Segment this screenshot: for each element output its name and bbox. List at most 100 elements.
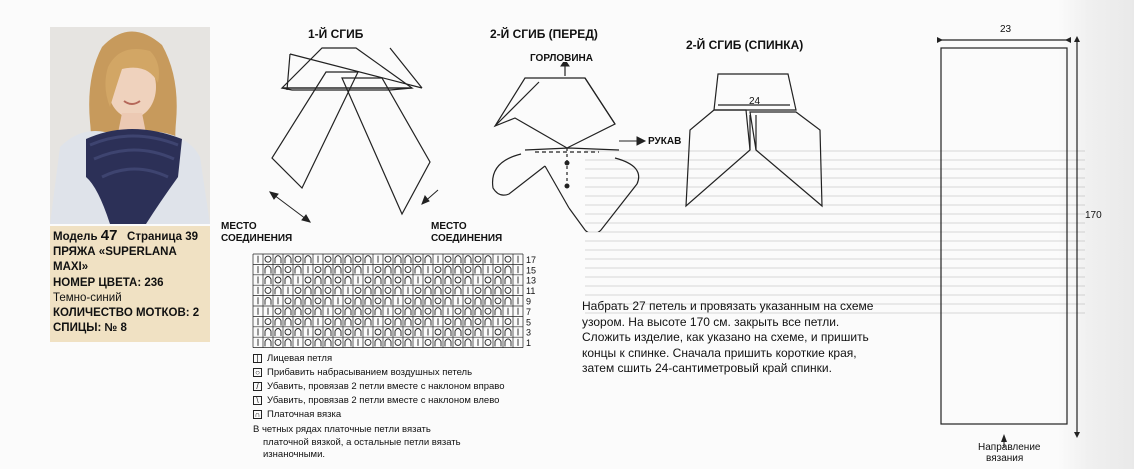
chart-garter-symbol: [314, 276, 322, 284]
chart-yarnover-symbol: [374, 328, 382, 336]
chart-yarnover-symbol: [334, 276, 342, 284]
chart-garter-symbol: [294, 328, 302, 336]
legend-item: ○Прибавить набрасыванием воздушных петел…: [253, 366, 472, 380]
chart-yarnover-symbol: [344, 266, 352, 274]
chart-garter-symbol: [414, 265, 422, 274]
legend-text: Прибавить набрасыванием воздушных петель: [267, 367, 473, 378]
chart-yarnover-symbol: [314, 328, 322, 336]
chart-garter-symbol: [454, 265, 462, 274]
legend-text: Лицевая петля: [267, 353, 333, 364]
chart-yarnover-symbol: [344, 328, 352, 336]
chart-yarnover-symbol: [284, 297, 292, 305]
chart-garter-symbol: [394, 255, 402, 264]
legend-item: ∩Платочная вязка: [253, 408, 341, 422]
chart-garter-symbol: [334, 255, 342, 264]
chart-yarnover-symbol: [334, 307, 342, 315]
instructions-line4: концы к спинке. Сначала пришить короткие…: [582, 345, 857, 360]
model-label: Модель: [53, 231, 98, 243]
chart-garter-symbol: [374, 286, 382, 295]
chart-row-number: 1: [526, 338, 531, 348]
chart-garter-symbol: [374, 276, 382, 284]
back-width-label: 24: [749, 96, 761, 107]
chart-garter-symbol: [284, 276, 292, 284]
legend-symbol-icon: |: [253, 353, 262, 363]
chart-garter-symbol: [324, 338, 332, 347]
model-photo: [50, 27, 210, 224]
chart-yarnover-symbol: [324, 318, 332, 326]
chart-garter-symbol: [444, 296, 452, 305]
instructions-line3: Сложить изделие, как указано на схеме, и…: [582, 330, 869, 344]
page-edge-bleed: [1058, 0, 1134, 469]
chart-yarnover-symbol: [434, 328, 442, 336]
chart-garter-symbol: [314, 307, 322, 316]
chart-garter-symbol: [424, 296, 432, 305]
chart-garter-symbol: [484, 317, 492, 326]
chart-garter-symbol: [464, 276, 472, 284]
chart-garter-symbol: [324, 276, 332, 284]
chart-garter-symbol: [364, 317, 372, 326]
chart-yarnover-symbol: [484, 276, 492, 284]
chart-yarnover-symbol: [504, 318, 512, 326]
chart-yarnover-symbol: [464, 266, 472, 274]
chart-garter-symbol: [444, 265, 452, 274]
chart-yarnover-symbol: [404, 297, 412, 305]
legend-symbol-icon: \: [253, 395, 262, 405]
chart-garter-symbol: [444, 276, 452, 284]
pattern-height-label: 170: [1085, 210, 1102, 221]
chart-garter-symbol: [294, 307, 302, 316]
chart-garter-symbol: [274, 265, 282, 274]
chart-garter-symbol: [284, 338, 292, 347]
chart-yarnover-symbol: [274, 338, 282, 346]
chart-garter-symbol: [434, 338, 442, 347]
chart-garter-symbol: [474, 328, 482, 336]
chart-row-number: 17: [526, 255, 536, 265]
chart-yarnover-symbol: [364, 338, 372, 346]
chart-garter-symbol: [364, 296, 372, 305]
chart-garter-symbol: [394, 265, 402, 274]
chart-garter-symbol: [384, 276, 392, 284]
chart-garter-symbol: [474, 296, 482, 305]
chart-garter-symbol: [264, 296, 272, 305]
chart-garter-symbol: [264, 276, 272, 284]
chart-garter-symbol: [284, 307, 292, 316]
legend-symbol-icon: /: [253, 381, 262, 391]
chart-garter-symbol: [404, 255, 412, 264]
chart-yarnover-symbol: [404, 328, 412, 336]
chart-yarnover-symbol: [354, 255, 362, 263]
chart-yarnover-symbol: [504, 286, 512, 294]
chart-yarnover-symbol: [444, 255, 452, 263]
chart-garter-symbol: [394, 328, 402, 336]
chart-garter-symbol: [404, 276, 412, 284]
chart-garter-symbol: [504, 276, 512, 284]
chart-garter-symbol: [274, 255, 282, 264]
chart-yarnover-symbol: [284, 328, 292, 336]
chart-garter-symbol: [494, 286, 502, 295]
sleeve-label: РУКАВ: [648, 136, 682, 147]
chart-garter-symbol: [484, 296, 492, 305]
chart-garter-symbol: [334, 265, 342, 274]
chart-garter-symbol: [454, 286, 462, 295]
chart-garter-symbol: [384, 328, 392, 336]
legend-item: / Убавить, провязав 2 петли вместе с накл…: [253, 380, 505, 394]
chart-garter-symbol: [494, 338, 502, 347]
chart-garter-symbol: [294, 296, 302, 305]
chart-row-number: 9: [526, 297, 531, 307]
chart-garter-symbol: [344, 276, 352, 284]
chart-yarnover-symbol: [304, 276, 312, 284]
chart-garter-symbol: [484, 286, 492, 295]
chart-yarnover-symbol: [454, 307, 462, 315]
chart-garter-symbol: [324, 265, 332, 274]
chart-yarnover-symbol: [424, 338, 432, 346]
chart-yarnover-symbol: [404, 266, 412, 274]
chart-garter-symbol: [294, 265, 302, 274]
fold2-back-title: 2-Й СГИБ (СПИНКА): [686, 38, 804, 52]
chart-garter-symbol: [354, 307, 362, 316]
chart-garter-symbol: [264, 328, 272, 336]
chart-yarnover-symbol: [424, 307, 432, 315]
chart-garter-symbol: [444, 338, 452, 347]
legend-symbol-icon: ∩: [253, 409, 262, 419]
chart-garter-symbol: [384, 265, 392, 274]
legend-text: Убавить, провязав 2 петли вместе с накло…: [267, 381, 505, 392]
chart-garter-symbol: [334, 286, 342, 295]
model-caption: Модель 47 Страница 39 ПРЯЖА «SUPERLANA M…: [50, 226, 210, 342]
